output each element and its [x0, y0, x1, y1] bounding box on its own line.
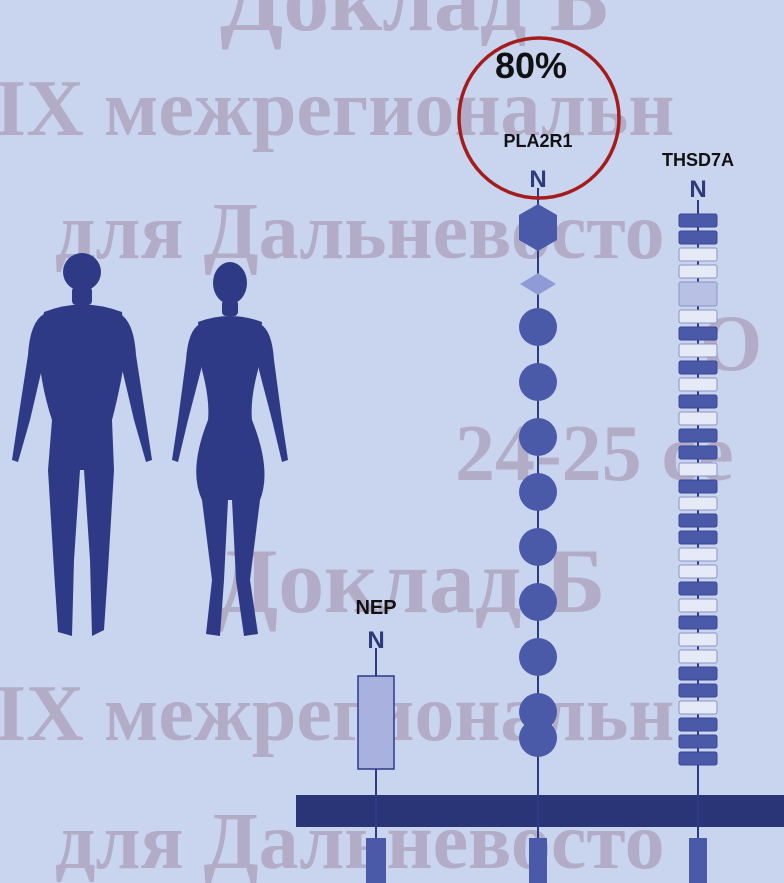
thsd7a-domain-box — [679, 231, 717, 244]
pla2r1-ctld-circle — [519, 583, 557, 621]
pla2r1-diamond-domain — [520, 273, 556, 295]
thsd7a-domain-box — [679, 650, 717, 663]
thsd7a-label: THSD7A — [662, 150, 734, 170]
thsd7a-domain-box — [679, 248, 717, 261]
thsd7a-domain-box — [679, 497, 717, 510]
pla2r1-ctld-circle — [519, 528, 557, 566]
pla2r1-ctld-circle — [519, 308, 557, 346]
nep-extracellular-domain — [358, 676, 394, 769]
pla2r1-n-terminus: N — [529, 166, 546, 193]
watermark-line-7: IX межрегиональн — [0, 670, 674, 758]
highlight-percent: 80% — [495, 45, 567, 86]
nep-intracellular-tail — [366, 838, 386, 883]
thsd7a-domain-box — [679, 752, 717, 765]
thsd7a-domain-box — [679, 395, 717, 408]
male-silhouette — [12, 253, 152, 636]
pla2r1-ctld-circle — [519, 473, 557, 511]
thsd7a-domain-box — [679, 667, 717, 680]
thsd7a-domain-box — [679, 599, 717, 612]
thsd7a-domain-box — [679, 701, 717, 714]
thsd7a-domain-box — [679, 265, 717, 278]
thsd7a-domain-box — [679, 633, 717, 646]
thsd7a-domain-box — [679, 282, 717, 306]
thsd7a-domain-box — [679, 429, 717, 442]
thsd7a-n-terminus: N — [689, 176, 706, 203]
nep-label: NEP — [355, 597, 396, 619]
thsd7a-domain-box — [679, 480, 717, 493]
thsd7a-domain-box — [679, 718, 717, 731]
thsd7a-domain-box — [679, 378, 717, 391]
thsd7a-domain-box — [679, 446, 717, 459]
thsd7a-domain-box — [679, 463, 717, 476]
thsd7a-domain-box — [679, 616, 717, 629]
thsd7a-domain-box — [679, 310, 717, 323]
pla2r1-intracellular-tail — [529, 838, 547, 883]
thsd7a-intracellular-tail — [689, 838, 707, 883]
thsd7a-domain-box — [679, 361, 717, 374]
thsd7a-domain-box — [679, 344, 717, 357]
thsd7a-domain-box — [679, 582, 717, 595]
thsd7a-domain-box — [679, 531, 717, 544]
cell-membrane — [296, 795, 784, 827]
pla2r1-ctld-circle — [519, 719, 557, 757]
watermark-line-3: для Дальневосто — [55, 188, 665, 276]
thsd7a-domain-box — [679, 684, 717, 697]
pla2r1-ctld-circle — [519, 363, 557, 401]
nep-n-terminus: N — [367, 627, 384, 654]
pla2r1-ctld-circle — [519, 418, 557, 456]
thsd7a-domain-box — [679, 327, 717, 340]
thsd7a-protein: THSD7A N — [662, 150, 734, 883]
thsd7a-domain-box — [679, 565, 717, 578]
thsd7a-domain-box — [679, 548, 717, 561]
watermark-line-1: Доклад Б — [220, 0, 610, 50]
pla2r1-ctld-circle — [519, 638, 557, 676]
thsd7a-domain-box — [679, 214, 717, 227]
pla2r1-label: PLA2R1 — [503, 131, 572, 151]
thsd7a-domain-box — [679, 412, 717, 425]
watermark-line-2: IX межрегиональн — [0, 65, 674, 153]
thsd7a-domain-box — [679, 735, 717, 748]
thsd7a-domain-box — [679, 514, 717, 527]
